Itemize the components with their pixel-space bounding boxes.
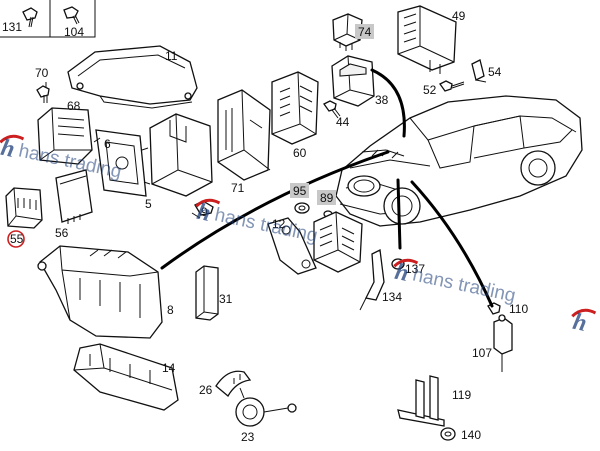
housing-14-drawing [73, 343, 179, 411]
cover-11-drawing [67, 45, 198, 109]
part-label-14: 14 [162, 361, 176, 375]
grommet-95-drawing [294, 202, 310, 214]
part-label-31: 31 [219, 292, 233, 306]
shade-marker-74 [355, 24, 374, 39]
holder-38-drawing [331, 55, 375, 107]
control-unit-60-drawing [271, 71, 319, 145]
pointer-arrow-holder-to-car [370, 68, 406, 138]
screw-70-drawing [36, 82, 50, 103]
bracket-119-drawing [397, 375, 445, 427]
part-label-44: 44 [336, 115, 350, 129]
screw-52-drawing [439, 80, 465, 92]
part-label-60: 60 [293, 146, 307, 160]
part-label-26: 26 [199, 383, 213, 397]
control-unit-49-drawing [397, 5, 457, 74]
part-label-6: 6 [104, 137, 111, 151]
relay-block-55-drawing [5, 187, 43, 229]
pointer-arrow-housing-to-car [160, 150, 390, 270]
part-label-55: 55 [10, 232, 24, 246]
shade-marker-89 [317, 190, 336, 205]
part-label-49: 49 [452, 9, 466, 23]
svg-text:h: h [0, 135, 17, 163]
part-label-137: 137 [405, 262, 425, 276]
watermark-3: h hans trading [393, 258, 518, 307]
part-label-119: 119 [452, 388, 471, 402]
part-label-68: 68 [67, 99, 81, 113]
part-label-56: 56 [55, 226, 69, 240]
part-label-74: 74 [358, 25, 372, 39]
svg-text:hans trading: hans trading [411, 265, 518, 307]
screw-104-drawing [50, 0, 96, 38]
vehicle-drawing [335, 95, 583, 227]
svg-text:h: h [571, 309, 589, 337]
control-unit-56-drawing [55, 169, 93, 224]
part-label-104: 104 [64, 25, 84, 39]
pointer-arrow-car-to-switch [410, 180, 494, 308]
control-unit-71-drawing [217, 89, 271, 181]
part-label-5: 5 [145, 197, 152, 211]
hose-26-drawing [215, 370, 252, 397]
part-label-134: 134 [382, 290, 402, 304]
part-label-52: 52 [423, 83, 437, 97]
shade-marker-95 [290, 183, 309, 198]
svg-text:h: h [393, 259, 411, 287]
screw-44-drawing [323, 100, 341, 119]
part-label-110: 110 [509, 302, 528, 316]
bracket-6-drawing [93, 129, 151, 197]
part-label-38: 38 [375, 93, 389, 107]
part-label-140: 140 [461, 428, 481, 442]
part-label-11: 11 [165, 49, 178, 63]
module-68-drawing [37, 107, 93, 165]
valve-23-drawing [235, 387, 297, 427]
highlight-marker-55 [7, 230, 25, 248]
watermark-4: h [571, 308, 597, 337]
part-label-12: 12 [272, 217, 286, 231]
fuse-box-drawing [313, 211, 363, 273]
part-label-95: 95 [293, 184, 307, 198]
part-label-9: 9 [201, 205, 208, 219]
part-label-89: 89 [320, 191, 334, 205]
part-label-54: 54 [488, 65, 502, 79]
part-label-23: 23 [241, 430, 255, 444]
svg-text:h: h [195, 199, 213, 227]
part-label-71: 71 [231, 181, 245, 195]
pointer-arrow-car-to-bracket [396, 178, 402, 250]
bracket-134-drawing [359, 249, 385, 311]
control-unit-5-drawing [149, 113, 213, 197]
switch-107-drawing [493, 314, 513, 372]
housing-8-drawing [37, 245, 163, 339]
part-label-8: 8 [167, 303, 174, 317]
part-label-131: 131 [2, 20, 22, 34]
clip-140-drawing [440, 427, 456, 441]
relay-74-drawing [332, 13, 363, 51]
bracket-54-drawing [471, 59, 487, 83]
bracket-12-drawing [267, 217, 317, 275]
part-label-107: 107 [472, 346, 492, 360]
part-label-70: 70 [35, 66, 49, 80]
cover-31-drawing [195, 265, 219, 321]
